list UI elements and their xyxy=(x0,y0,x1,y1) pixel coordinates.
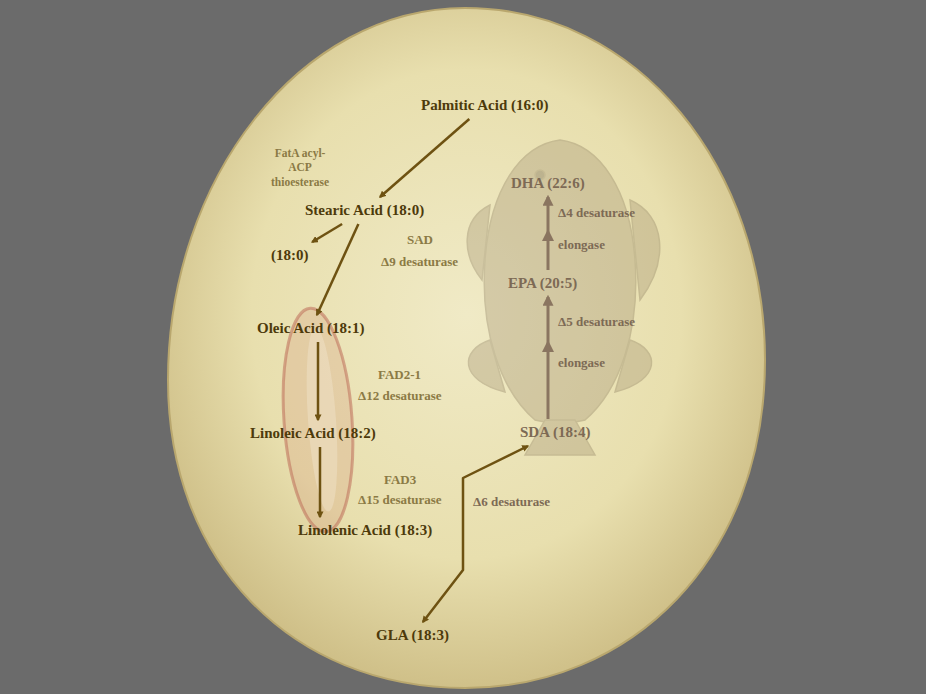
enzyme-label: FAD3 xyxy=(384,472,416,488)
fatty-acid-node: SDA (18:4) xyxy=(516,422,594,443)
fatty-acid-name: DHA (22:6) xyxy=(511,175,585,192)
enzyme-label: Δ5 desaturase xyxy=(558,314,635,330)
fatty-acid-name: Linolenic Acid (18:3) xyxy=(298,522,432,539)
enzyme-label: elongase xyxy=(558,355,605,371)
fish-illustration xyxy=(467,140,660,455)
reaction-arrow xyxy=(547,297,550,419)
reaction-arrow xyxy=(380,119,469,197)
fatty-acid-node: Stearic Acid (18:0) xyxy=(301,200,428,221)
fatty-acid-name: SDA (18:4) xyxy=(520,424,590,441)
blastodisc xyxy=(276,306,359,534)
fatty-acid-node: (18:0) xyxy=(267,245,313,266)
reaction-arrow xyxy=(312,224,342,242)
fatty-acid-node: Linoleic Acid (18:2) xyxy=(246,423,380,444)
enzyme-label: elongase xyxy=(558,237,605,253)
reaction-arrow xyxy=(317,224,359,315)
fatty-acid-name: EPA (20:5) xyxy=(508,275,577,292)
reaction-arrow xyxy=(319,447,322,517)
fatty-acid-node: Palmitic Acid (16:0) xyxy=(417,95,552,116)
enzyme-label: Δ6 desaturase xyxy=(473,494,550,510)
enzyme-label: SAD xyxy=(407,232,433,248)
fatty-acid-name: Oleic Acid (18:1) xyxy=(257,320,364,337)
enzyme-label: Δ12 desaturase xyxy=(358,388,442,404)
enzyme-label: FatA acyl-ACP thioesterase xyxy=(271,146,329,189)
fatty-acid-name: Stearic Acid (18:0) xyxy=(305,202,424,219)
enzyme-label: FAD2-1 xyxy=(378,367,421,383)
fatty-acid-node: Linolenic Acid (18:3) xyxy=(294,520,436,541)
egg-shell xyxy=(168,8,765,688)
fatty-acid-name: Palmitic Acid (16:0) xyxy=(421,97,548,114)
enzyme-label: Δ15 desaturase xyxy=(358,492,442,508)
enzyme-label: Δ4 desaturase xyxy=(558,205,635,221)
reaction-arrow xyxy=(547,197,550,270)
fatty-acid-name: Linoleic Acid (18:2) xyxy=(250,425,376,442)
fatty-acid-name: GLA (18:3) xyxy=(376,627,449,644)
fatty-acid-node: DHA (22:6) xyxy=(507,173,589,194)
fatty-acid-node: EPA (20:5) xyxy=(504,273,581,294)
fatty-acid-name: (18:0) xyxy=(271,247,309,264)
fatty-acid-node: GLA (18:3) xyxy=(372,625,453,646)
enzyme-label: Δ9 desaturase xyxy=(381,254,458,270)
fatty-acid-node: Oleic Acid (18:1) xyxy=(253,318,368,339)
reaction-arrow xyxy=(317,342,320,420)
reaction-arrow xyxy=(423,446,528,622)
